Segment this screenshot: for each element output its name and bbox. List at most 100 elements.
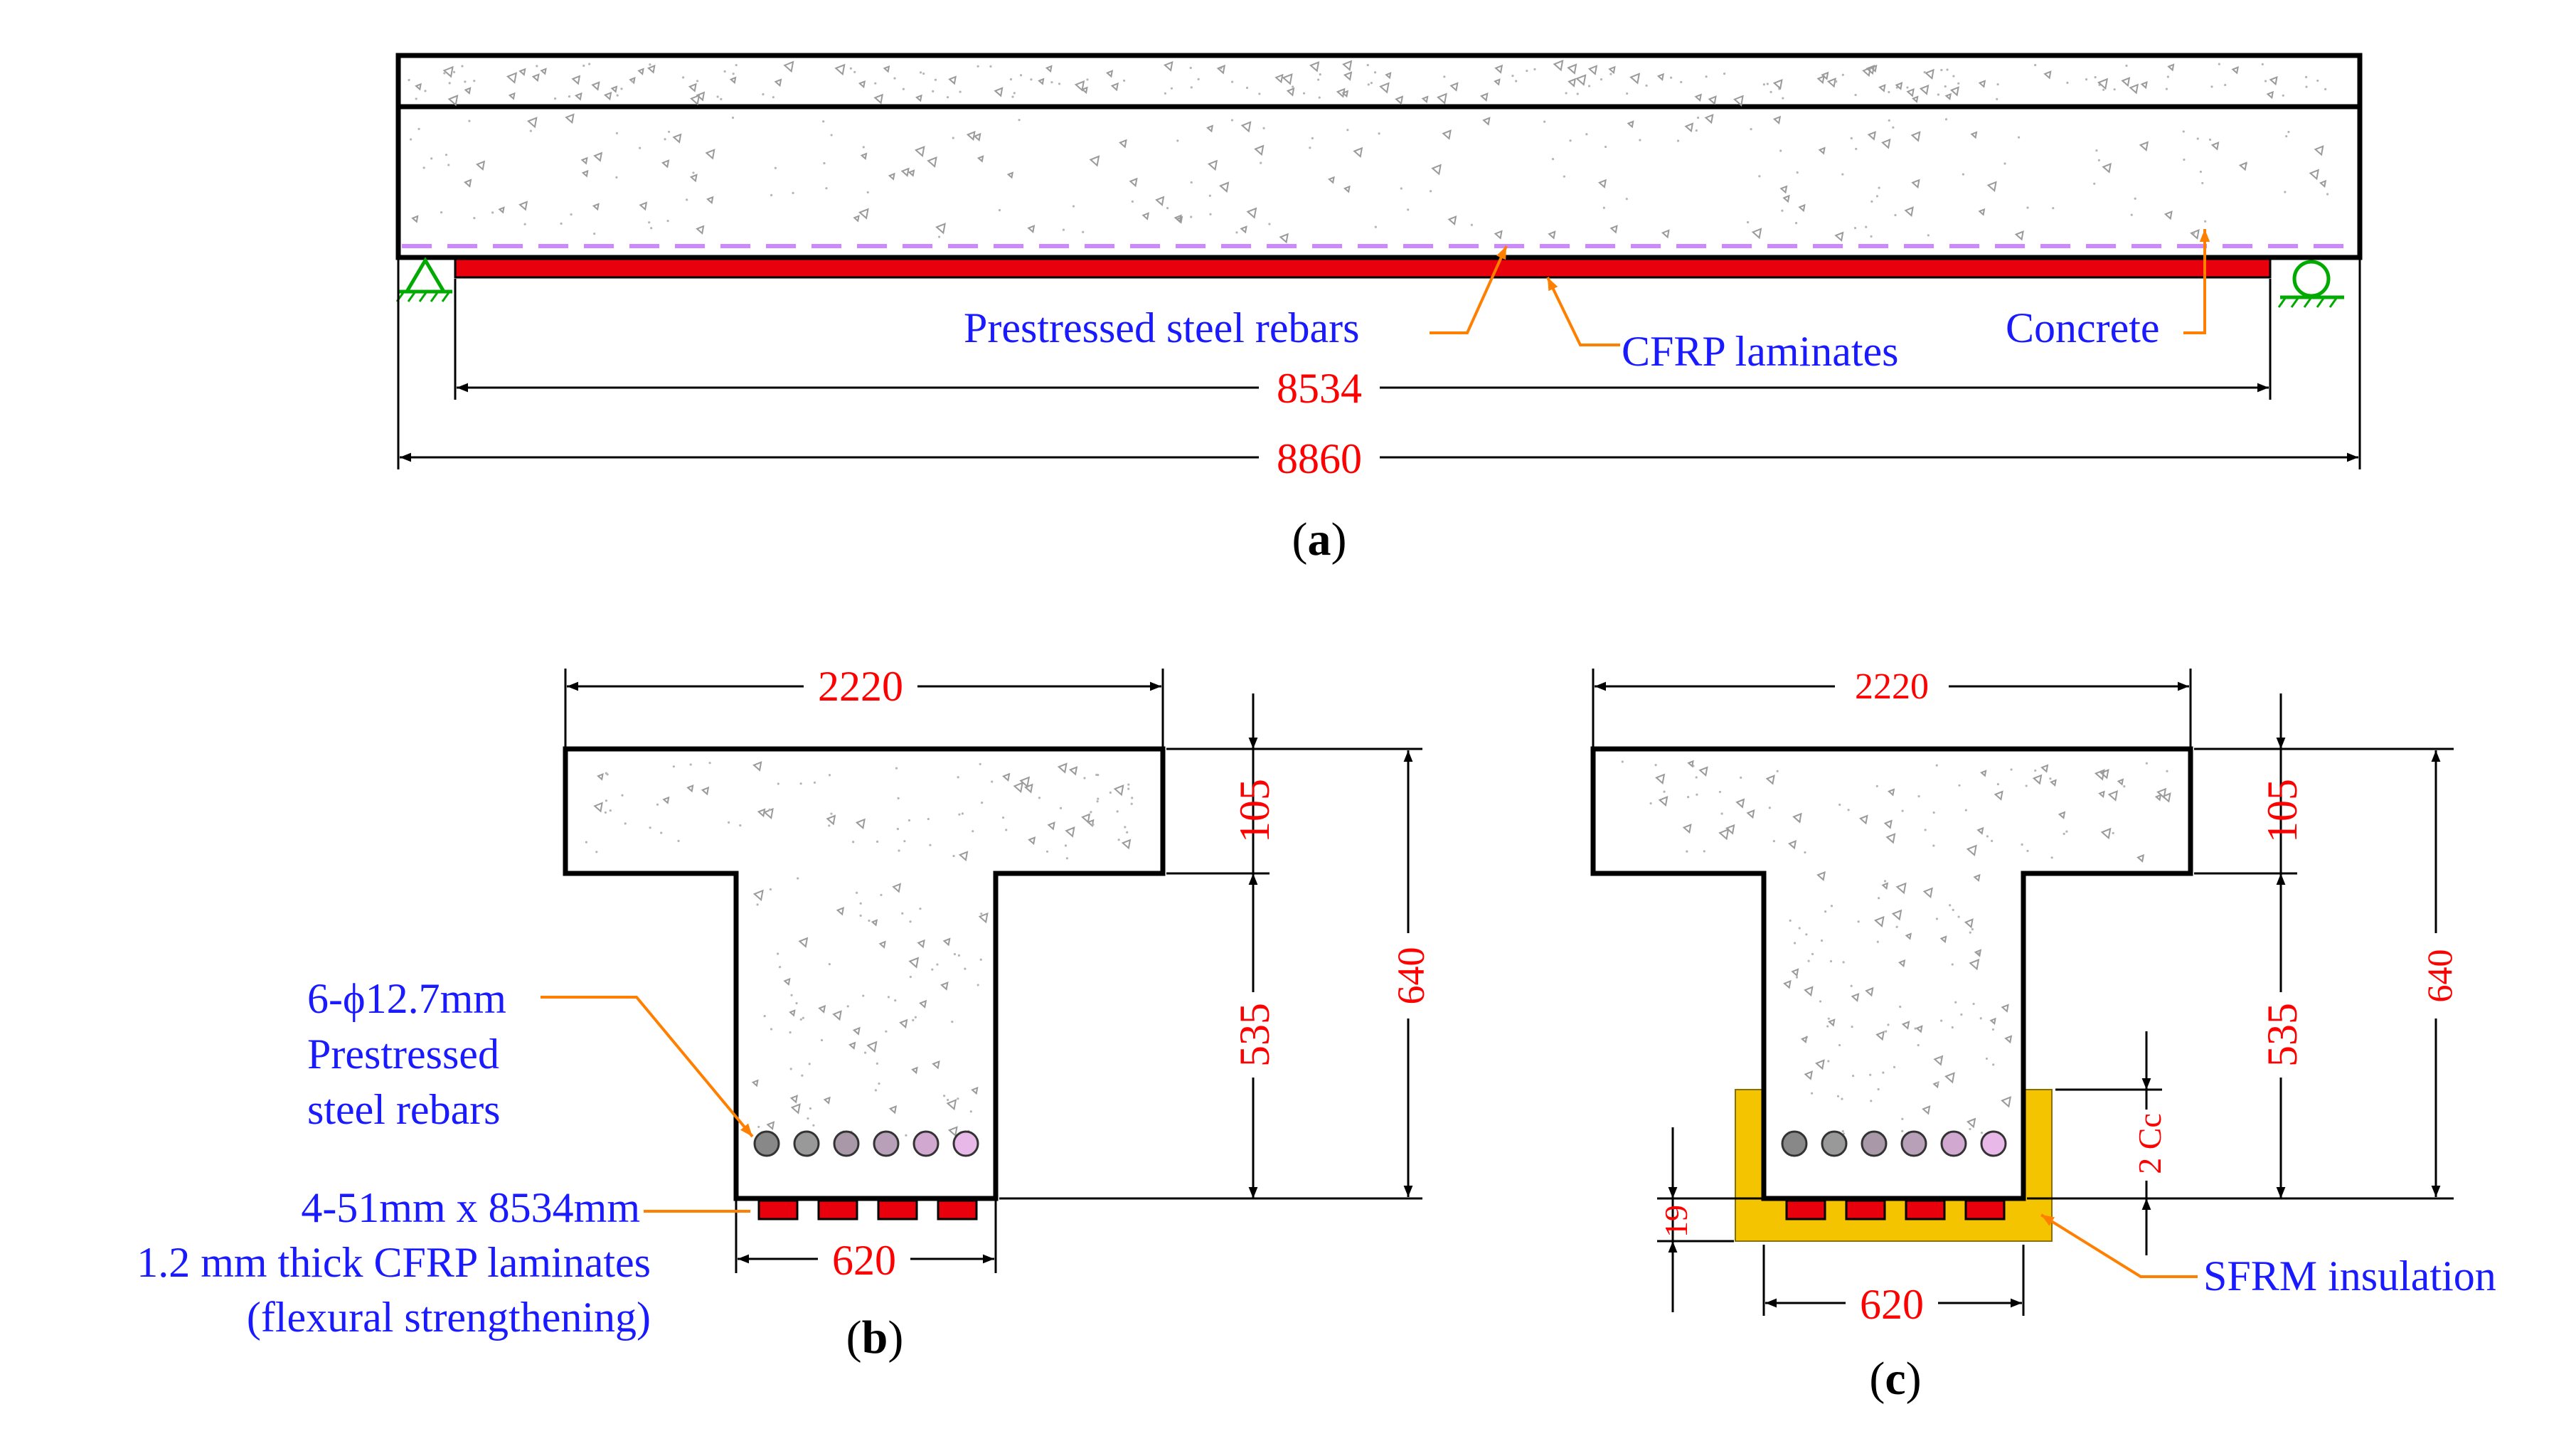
strand-circle <box>833 1130 860 1157</box>
concrete-aggregate <box>1119 139 1127 149</box>
cfrp-laminate <box>937 1199 978 1220</box>
concrete-grain <box>560 222 563 225</box>
cfrp-laminate <box>1845 1199 1886 1220</box>
concrete-grain <box>1654 764 1657 767</box>
concrete-aggregate <box>1081 86 1088 95</box>
concrete-aggregate <box>1911 179 1920 189</box>
concrete-grain <box>802 1016 804 1019</box>
concrete-aggregate <box>1113 785 1124 797</box>
concrete-grain <box>1319 73 1321 76</box>
concrete-grain <box>887 996 890 999</box>
strand-circle <box>952 1130 979 1157</box>
concrete-grain <box>2102 88 2105 91</box>
concrete-grain <box>1850 984 1853 987</box>
concrete-aggregate <box>1482 117 1491 126</box>
concrete-grain <box>1935 764 1938 767</box>
concrete-grain <box>1875 785 1878 787</box>
concrete-aggregate <box>1804 986 1814 997</box>
concrete-grain <box>1346 129 1349 132</box>
concrete-aggregate <box>1858 814 1868 825</box>
concrete-grain <box>1576 92 1579 95</box>
concrete-grain <box>1841 1097 1843 1100</box>
concrete-grain <box>648 221 651 224</box>
concrete-aggregate <box>2004 1035 2013 1044</box>
concrete-grain <box>1870 1100 1873 1102</box>
concrete-aggregate <box>1772 115 1782 124</box>
concrete-grain <box>2224 83 2227 87</box>
concrete-grain <box>897 797 900 799</box>
dim-total-label: 8860 <box>1277 435 1362 482</box>
concrete-grain <box>1958 784 1961 787</box>
concrete-grain <box>830 134 833 137</box>
concrete-aggregate <box>2163 211 2173 220</box>
concrete-grain <box>415 97 417 100</box>
concrete-aggregate <box>1343 185 1351 193</box>
roller-support-icon <box>2277 260 2344 308</box>
concrete-grain <box>1367 83 1370 86</box>
concrete-grain <box>790 994 793 996</box>
concrete-aggregate <box>1904 206 1914 217</box>
concrete-grain <box>1949 904 1952 907</box>
concrete-grain <box>1718 790 1722 794</box>
concrete-grain <box>1857 920 1860 923</box>
concrete-grain <box>813 781 816 784</box>
concrete-aggregate <box>1973 873 1981 882</box>
concrete-aggregate <box>662 796 670 804</box>
concrete-aggregate <box>672 133 682 144</box>
concrete-aggregate <box>1105 70 1114 78</box>
concrete-aggregate <box>946 1099 957 1111</box>
concrete-grain <box>1819 1000 1822 1003</box>
concrete-grain <box>1960 1013 1963 1016</box>
concrete-aggregate <box>1013 782 1023 793</box>
concrete-aggregate <box>518 68 526 76</box>
concrete-aggregate <box>540 68 547 75</box>
concrete-grain <box>1190 86 1193 89</box>
concrete-grain <box>448 82 451 85</box>
concrete-grain <box>1877 1087 1880 1091</box>
concrete-aggregate <box>1047 821 1055 831</box>
pin-support-icon <box>395 257 452 302</box>
concrete-grain <box>812 1124 815 1127</box>
concrete-grain <box>1065 857 1069 860</box>
concrete-aggregate <box>935 223 946 235</box>
concrete-aggregate <box>2102 162 2112 174</box>
concrete-grain <box>2201 181 2204 185</box>
concrete-grain <box>1609 73 1612 75</box>
concrete-grain <box>1964 809 1967 812</box>
concrete-aggregate <box>783 977 791 986</box>
concrete-grain <box>735 63 738 67</box>
concrete-grain <box>1899 1005 1902 1009</box>
concrete-aggregate <box>1782 194 1790 203</box>
concrete-grain <box>770 193 773 196</box>
concrete-grain <box>763 1015 766 1018</box>
concrete-aggregate <box>917 939 925 949</box>
concrete-grain <box>1750 128 1752 131</box>
concrete-aggregate <box>899 1019 908 1029</box>
concrete-grain <box>1695 129 1698 132</box>
concrete-aggregate <box>1966 1117 1976 1129</box>
concrete-aggregate <box>411 215 419 223</box>
strand-circle <box>1940 1130 1967 1157</box>
concrete-grain <box>927 817 930 821</box>
concrete-grain <box>1789 919 1792 922</box>
concrete-grain <box>1855 147 1858 150</box>
concrete-grain <box>1309 147 1311 149</box>
concrete-grain <box>1058 83 1061 85</box>
concrete-aggregate <box>686 785 694 793</box>
concrete-grain <box>1235 231 1238 234</box>
concrete-aggregate <box>1875 1031 1885 1041</box>
concrete-grain <box>1776 770 1779 772</box>
concrete-aggregate <box>2319 179 2327 188</box>
concrete-grain <box>980 913 983 915</box>
concrete-aggregate <box>1206 124 1214 133</box>
concrete-grain <box>1847 809 1850 812</box>
concrete-grain <box>846 1005 849 1008</box>
concrete-grain <box>1585 133 1588 136</box>
concrete-aggregate <box>1045 65 1053 73</box>
concrete-aggregate <box>1873 915 1885 927</box>
concrete-grain <box>1829 959 1833 963</box>
concrete-grain <box>774 166 777 169</box>
concrete-grain <box>473 80 476 83</box>
concrete-grain <box>2112 831 2114 834</box>
concrete-grain <box>668 130 671 133</box>
